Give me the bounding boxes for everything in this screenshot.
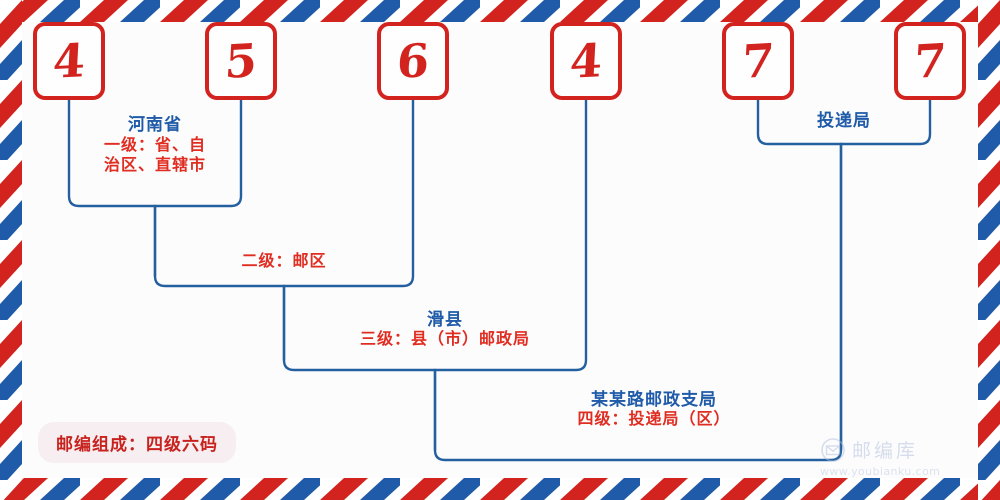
watermark: 邮编库 www.youbianku.com xyxy=(820,436,970,478)
postcode-digit-box-2[interactable]: 5 xyxy=(205,22,277,100)
level3-label-group: 滑县 三级：县（市）邮政局 xyxy=(315,310,575,349)
level4-label-group: 某某路邮政支局 四级：投递局（区） xyxy=(508,390,800,429)
level4-title: 某某路邮政支局 xyxy=(591,390,717,410)
delivery-office-label: 投递局 xyxy=(817,111,871,131)
postcode-digit-box-3[interactable]: 6 xyxy=(377,22,449,100)
level2-subtitle: 二级：邮区 xyxy=(241,251,327,270)
envelope-inner-paper xyxy=(22,22,978,478)
postcode-digit-box-1[interactable]: 4 xyxy=(33,22,105,100)
level3-title: 滑县 xyxy=(427,310,463,330)
postcode-digit-box-6[interactable]: 7 xyxy=(894,22,966,100)
watermark-site-name: 邮编库 xyxy=(852,440,919,462)
watermark-site-url: www.youbianku.com xyxy=(820,465,941,478)
level3-subtitle: 三级：县（市）邮政局 xyxy=(359,329,530,349)
composition-badge: 邮编组成：四级六码 xyxy=(38,422,236,463)
bracket-level4 xyxy=(433,142,843,462)
postcode-digit-3: 6 xyxy=(395,33,431,89)
level4-subtitle: 四级：投递局（区） xyxy=(577,409,731,429)
postcode-digit-box-4[interactable]: 4 xyxy=(550,22,622,100)
level1-subtitle-line1: 一级：省、自 xyxy=(103,135,206,155)
postcode-digit-5: 7 xyxy=(740,33,776,89)
postcode-digit-1: 4 xyxy=(51,33,87,89)
envelope-circle-icon xyxy=(821,437,845,462)
postcode-digit-6: 7 xyxy=(912,33,948,89)
level2-label-group: 二级：邮区 xyxy=(184,251,384,271)
postcode-digit-4: 4 xyxy=(568,33,604,89)
bracket-delivery-office xyxy=(756,98,932,146)
level1-subtitle-line2: 治区、直辖市 xyxy=(103,155,206,175)
postcode-digit-2: 5 xyxy=(223,33,259,89)
level1-label-group: 河南省 一级：省、自 治区、直辖市 xyxy=(55,115,255,175)
postcode-digit-box-5[interactable]: 7 xyxy=(722,22,794,100)
level1-title: 河南省 xyxy=(128,115,182,135)
